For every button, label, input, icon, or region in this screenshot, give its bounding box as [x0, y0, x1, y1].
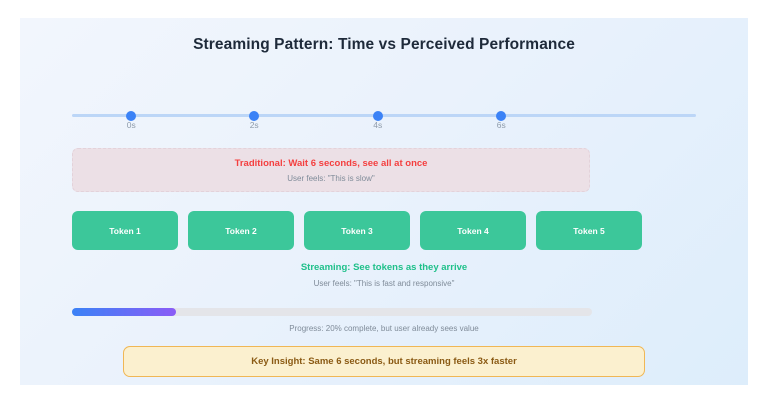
progress-fill: [72, 308, 176, 316]
token-chip-2: Token 2: [188, 211, 294, 250]
timeline-dot-icon: [496, 110, 507, 121]
timeline: 0s 2s 4s 6s: [72, 98, 696, 132]
token-chip-3: Token 3: [304, 211, 410, 250]
traditional-panel: Traditional: Wait 6 seconds, see all at …: [72, 148, 590, 192]
progress-track: [72, 308, 592, 316]
diagram-card: Streaming Pattern: Time vs Perceived Per…: [20, 18, 748, 385]
token-chip-1: Token 1: [72, 211, 178, 250]
token-row: Token 1 Token 2 Token 3 Token 4 Token 5: [72, 211, 642, 250]
timeline-tick-label: 2s: [249, 120, 259, 130]
traditional-subtext: User feels: "This is slow": [287, 173, 375, 183]
timeline-dot-icon: [249, 110, 260, 121]
timeline-tick-label: 4s: [373, 120, 383, 130]
key-insight-callout: Key Insight: Same 6 seconds, but streami…: [123, 346, 645, 377]
progress-caption: Progress: 20% complete, but user already…: [289, 324, 479, 333]
timeline-dot-icon: [372, 110, 383, 121]
timeline-tick-label: 0s: [126, 120, 136, 130]
token-chip-5: Token 5: [536, 211, 642, 250]
streaming-subtext: User feels: "This is fast and responsive…: [313, 279, 455, 288]
progress-bar: [72, 308, 592, 316]
page-title: Streaming Pattern: Time vs Perceived Per…: [193, 36, 575, 53]
token-chip-4: Token 4: [420, 211, 526, 250]
timeline-tick-label: 6s: [496, 120, 506, 130]
key-insight-text: Key Insight: Same 6 seconds, but streami…: [251, 356, 517, 367]
streaming-headline: Streaming: See tokens as they arrive: [300, 262, 468, 273]
timeline-axis-line: [72, 114, 696, 117]
timeline-dot-icon: [126, 110, 137, 121]
traditional-headline: Traditional: Wait 6 seconds, see all at …: [234, 157, 428, 169]
streaming-panel: Streaming: See tokens as they arrive Use…: [20, 262, 748, 288]
